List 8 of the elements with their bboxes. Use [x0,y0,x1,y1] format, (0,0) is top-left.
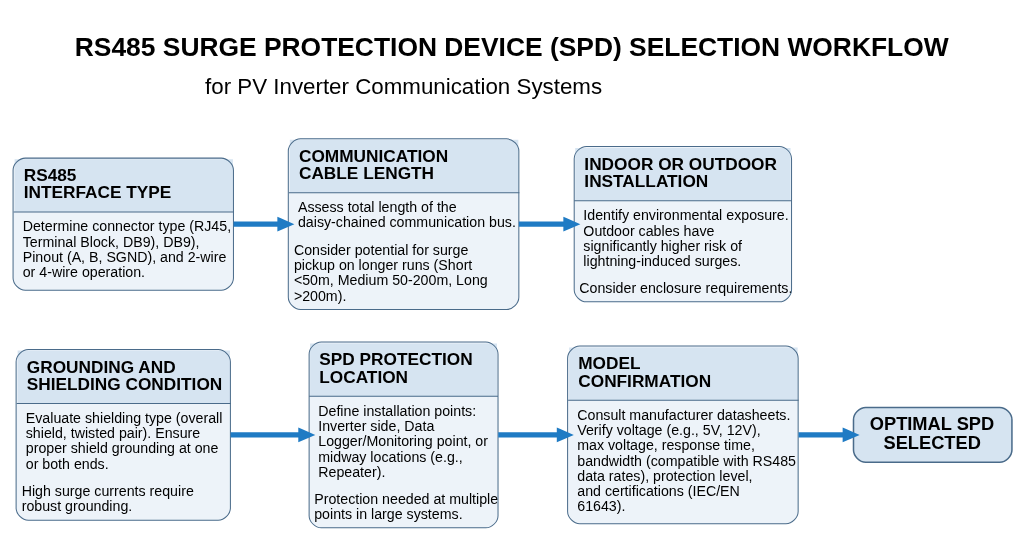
diagram-title: RS485 SURGE PROTECTION DEVICE (SPD) SELECTION WORKFLOW [74,31,949,62]
label: for PV Inverter Communication Systems [204,73,602,99]
arrow [233,216,294,232]
node-box: OPTIMAL SPD SELECTED [852,406,1013,463]
arrow [230,426,315,442]
arrow [497,426,574,442]
arrow [798,426,860,442]
arrow [518,216,580,232]
